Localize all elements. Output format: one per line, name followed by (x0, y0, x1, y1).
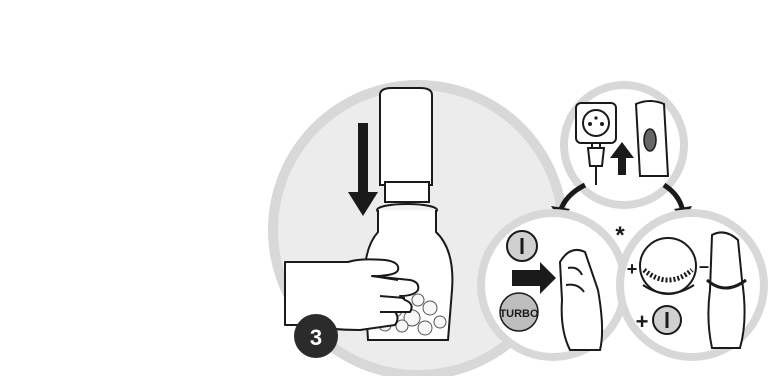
turbo-button: TURBO (499, 293, 539, 331)
curved-arrow-right-icon (664, 185, 683, 212)
power-button-icon (507, 231, 537, 261)
power-plus-label: + (636, 309, 649, 334)
switch-panel: TURBO (481, 213, 625, 357)
speed-control-panel: + – + (620, 213, 764, 357)
turbo-label: TURBO (499, 308, 539, 320)
hand-on-dial (708, 232, 744, 348)
speed-minus-label: – (699, 256, 709, 276)
speed-dial-icon (640, 238, 696, 294)
power-on-indicator: + (636, 306, 681, 334)
power-outlet-icon (576, 103, 616, 143)
speed-plus-label: + (627, 259, 638, 279)
step-number: 3 (310, 325, 322, 350)
motor-handle-top (636, 101, 668, 176)
blender-motor-unit (380, 88, 432, 202)
